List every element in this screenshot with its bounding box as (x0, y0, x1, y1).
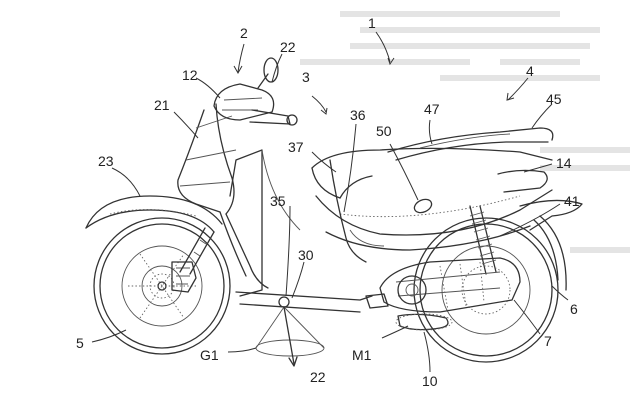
label-3: 3 (302, 69, 310, 85)
label-35: 35 (270, 193, 286, 209)
seat-and-body (311, 147, 553, 263)
label-14: 14 (556, 155, 572, 171)
label-22-bottom: 22 (310, 369, 326, 385)
floorboard (229, 149, 373, 313)
leader-lines (91, 31, 569, 373)
front-fender (85, 195, 223, 233)
rear-wheel (413, 217, 559, 363)
label-1: 1 (368, 15, 376, 31)
center-of-gravity-g1 (255, 296, 325, 367)
handlebar-assembly (213, 57, 298, 126)
rear-rack (387, 127, 554, 193)
label-21: 21 (154, 97, 170, 113)
label-23: 23 (98, 153, 114, 169)
label-30: 30 (298, 247, 314, 263)
label-12: 12 (182, 67, 198, 83)
label-g1: G1 (200, 347, 219, 363)
label-10: 10 (422, 373, 438, 389)
label-2: 2 (240, 25, 248, 41)
rear-fender (519, 199, 583, 291)
front-brake-caliper (171, 261, 197, 293)
label-m1: M1 (352, 347, 372, 363)
background-ghost-text (300, 11, 630, 253)
engine-unit (365, 257, 521, 313)
label-47: 47 (424, 101, 440, 117)
label-22-top: 22 (280, 39, 296, 55)
label-6: 6 (570, 301, 578, 317)
label-37: 37 (288, 139, 304, 155)
label-7: 7 (544, 333, 552, 349)
front-shield (177, 103, 269, 289)
label-36: 36 (350, 107, 366, 123)
label-5: 5 (76, 335, 84, 351)
front-fork (179, 227, 215, 275)
motor-m1 (395, 313, 453, 331)
front-wheel (93, 217, 231, 355)
label-50: 50 (376, 123, 392, 139)
label-41: 41 (564, 193, 580, 209)
label-45: 45 (546, 91, 562, 107)
reference-labels: 1 2 3 4 5 6 7 10 12 14 21 22 22 23 30 35… (76, 15, 580, 389)
label-4: 4 (526, 63, 534, 79)
